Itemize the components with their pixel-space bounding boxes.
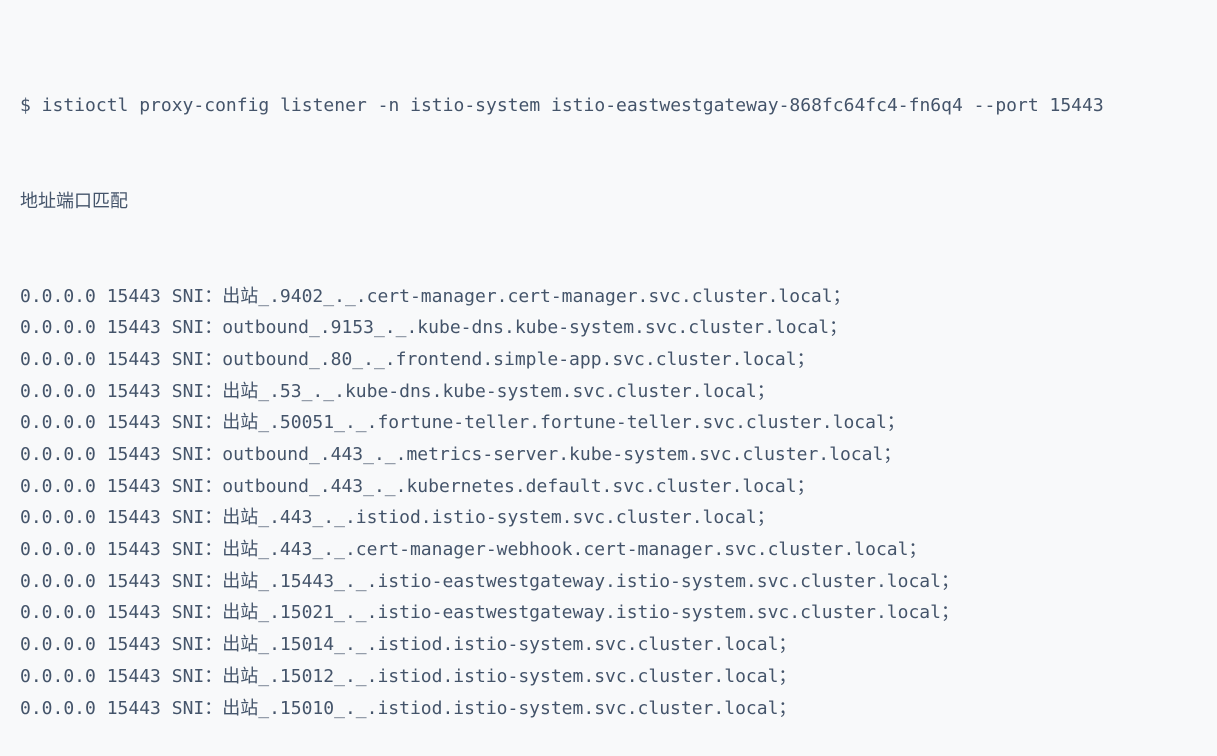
sni-match-cell: SNI：出站_.15443_._.istio-eastwestgateway.i… bbox=[171, 570, 959, 592]
listener-row: 0.0.0.0 15443 SNI：出站_.15014_._.istiod.is… bbox=[20, 629, 1207, 661]
sni-match-cell: SNI：出站_.50051_._.fortune-teller.fortune-… bbox=[171, 412, 905, 434]
sni-match-cell: SNI：出站_.443_._.istiod.istio-system.svc.c… bbox=[171, 507, 775, 529]
port-cell: 15443 bbox=[106, 475, 161, 497]
address-cell: 0.0.0.0 bbox=[20, 380, 96, 402]
port-cell: 15443 bbox=[106, 665, 161, 687]
sni-match-cell: SNI：outbound_.443_._.metrics-server.kube… bbox=[171, 444, 902, 466]
port-cell: 15443 bbox=[106, 539, 161, 561]
sni-match-cell: SNI：outbound_.443_._.kubernetes.default.… bbox=[171, 475, 815, 497]
sni-match-cell: SNI：出站_.15014_._.istiod.istio-system.svc… bbox=[171, 634, 797, 656]
output-header: 地址端口匹配 bbox=[20, 190, 128, 212]
listener-row: 0.0.0.0 15443 SNI：出站_.15012_._.istiod.is… bbox=[20, 661, 1207, 693]
address-cell: 0.0.0.0 bbox=[20, 602, 96, 624]
port-cell: 15443 bbox=[106, 697, 161, 719]
port-cell: 15443 bbox=[106, 444, 161, 466]
address-cell: 0.0.0.0 bbox=[20, 634, 96, 656]
listener-row: 0.0.0.0 15443 SNI：出站_.15443_._.istio-eas… bbox=[20, 566, 1207, 598]
port-cell: 15443 bbox=[106, 348, 161, 370]
address-cell: 0.0.0.0 bbox=[20, 285, 96, 307]
sni-match-cell: SNI：出站_.53_._.kube-dns.kube-system.svc.c… bbox=[171, 380, 775, 402]
listener-row: 0.0.0.0 15443 SNI：出站_.53_._.kube-dns.kub… bbox=[20, 376, 1207, 408]
sni-match-cell: SNI：outbound_.9153_._.kube-dns.kube-syst… bbox=[171, 317, 848, 339]
port-cell: 15443 bbox=[106, 412, 161, 434]
listener-row: 0.0.0.0 15443 SNI：outbound_.443_._.metri… bbox=[20, 439, 1207, 471]
address-cell: 0.0.0.0 bbox=[20, 697, 96, 719]
port-cell: 15443 bbox=[106, 380, 161, 402]
listener-row: 0.0.0.0 15443 SNI：outbound_.80_._.fronte… bbox=[20, 344, 1207, 376]
listener-row: 0.0.0.0 15443 SNI：出站_.443_._.cert-manage… bbox=[20, 534, 1207, 566]
port-cell: 15443 bbox=[106, 570, 161, 592]
command-line: $ istioctl proxy-config listener -n isti… bbox=[20, 95, 1104, 117]
port-cell: 15443 bbox=[106, 634, 161, 656]
listener-row: 0.0.0.0 15443 SNI：出站_.50051_._.fortune-t… bbox=[20, 407, 1207, 439]
address-cell: 0.0.0.0 bbox=[20, 539, 96, 561]
listener-rows: 0.0.0.0 15443 SNI：出站_.9402_._.cert-manag… bbox=[20, 281, 1207, 725]
address-cell: 0.0.0.0 bbox=[20, 412, 96, 434]
address-cell: 0.0.0.0 bbox=[20, 317, 96, 339]
listener-row: 0.0.0.0 15443 SNI：出站_.15010_._.istiod.is… bbox=[20, 693, 1207, 725]
listener-row: 0.0.0.0 15443 SNI：出站_.15021_._.istio-eas… bbox=[20, 597, 1207, 629]
port-cell: 15443 bbox=[106, 285, 161, 307]
port-cell: 15443 bbox=[106, 602, 161, 624]
sni-match-cell: SNI：出站_.443_._.cert-manager-webhook.cert… bbox=[171, 539, 927, 561]
sni-match-cell: SNI：出站_.15012_._.istiod.istio-system.svc… bbox=[171, 665, 797, 687]
address-cell: 0.0.0.0 bbox=[20, 665, 96, 687]
sni-match-cell: SNI：outbound_.80_._.frontend.simple-app.… bbox=[171, 348, 815, 370]
terminal-code-block: $ istioctl proxy-config listener -n isti… bbox=[20, 95, 1104, 718]
port-cell: 15443 bbox=[106, 507, 161, 529]
listener-row: 0.0.0.0 15443 SNI：出站_.443_._.istiod.isti… bbox=[20, 502, 1207, 534]
address-cell: 0.0.0.0 bbox=[20, 475, 96, 497]
sni-match-cell: SNI：出站_.15010_._.istiod.istio-system.svc… bbox=[171, 697, 797, 719]
listener-row: 0.0.0.0 15443 SNI：outbound_.9153_._.kube… bbox=[20, 312, 1207, 344]
listener-row: 0.0.0.0 15443 SNI：outbound_.443_._.kuber… bbox=[20, 471, 1207, 503]
port-cell: 15443 bbox=[106, 317, 161, 339]
sni-match-cell: SNI：出站_.9402_._.cert-manager.cert-manage… bbox=[171, 285, 851, 307]
address-cell: 0.0.0.0 bbox=[20, 444, 96, 466]
address-cell: 0.0.0.0 bbox=[20, 570, 96, 592]
listener-row: 0.0.0.0 15443 SNI：出站_.9402_._.cert-manag… bbox=[20, 281, 1207, 313]
address-cell: 0.0.0.0 bbox=[20, 507, 96, 529]
address-cell: 0.0.0.0 bbox=[20, 348, 96, 370]
sni-match-cell: SNI：出站_.15021_._.istio-eastwestgateway.i… bbox=[171, 602, 959, 624]
